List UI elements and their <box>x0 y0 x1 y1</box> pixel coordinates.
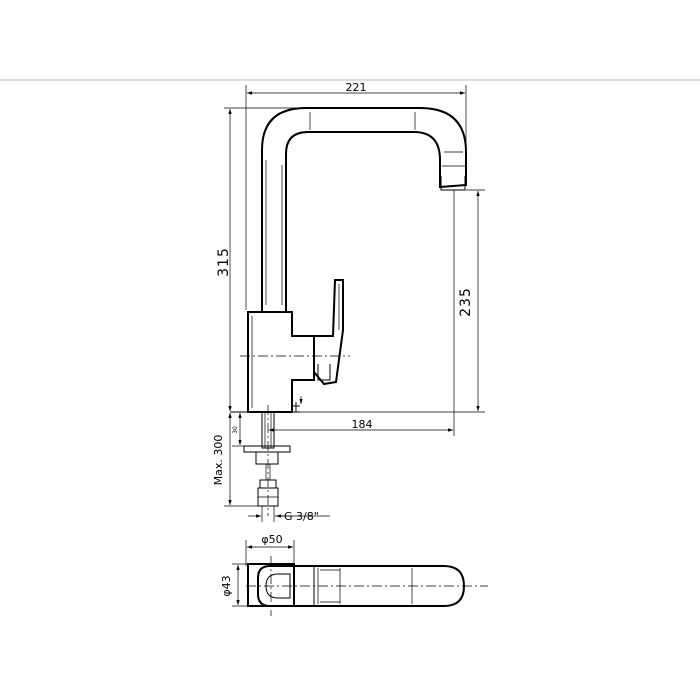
aerator-detail <box>292 402 300 412</box>
dim-label-phi43: φ43 <box>220 575 233 596</box>
dim-label-g38: G 3/8" <box>284 510 319 523</box>
mounting-assembly <box>243 405 291 516</box>
dim-label-235: 235 <box>458 287 474 317</box>
spout-outlet <box>440 176 466 191</box>
dim-label-184: 184 <box>352 418 373 431</box>
cartridge <box>317 364 331 381</box>
dim-label-30: 30 <box>232 426 239 434</box>
dim-label-221: 221 <box>346 81 367 94</box>
spout-outer-contour <box>261 107 467 312</box>
side-view: 221 315 235 184 30 Max. 300 G 3/8" <box>212 81 485 523</box>
fixing-nut <box>255 451 279 465</box>
dim-label-315: 315 <box>216 247 232 277</box>
top-spout <box>257 565 466 607</box>
faucet-body <box>247 311 315 413</box>
counter-washer <box>243 445 291 453</box>
dim-label-phi50: φ50 <box>261 533 282 546</box>
top-view: φ50 φ43 <box>220 533 488 616</box>
lever-handle <box>313 279 344 386</box>
dim-label-max-300: Max. 300 <box>212 435 225 486</box>
